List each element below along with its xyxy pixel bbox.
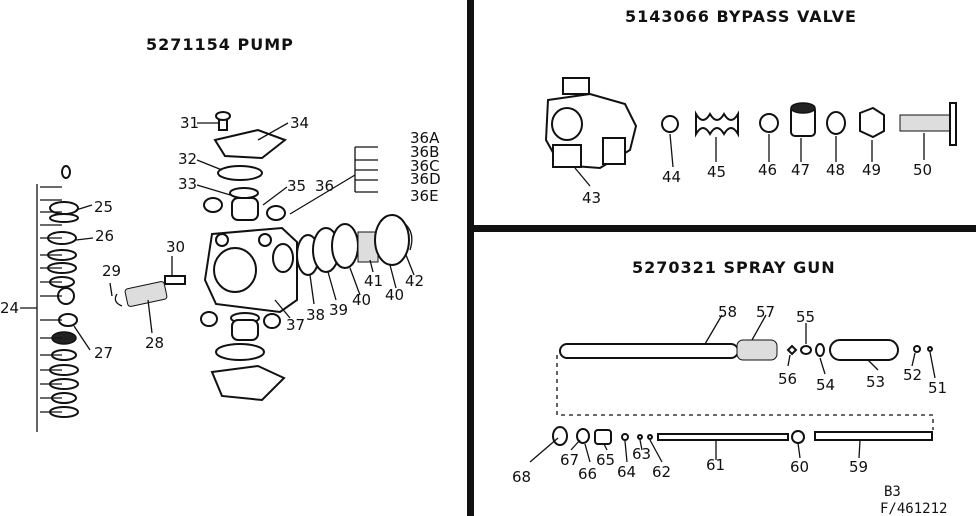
label-64: 64 — [617, 463, 636, 481]
label-43: 43 — [582, 189, 601, 207]
spray-title: 5270321 SPRAY GUN — [632, 258, 836, 277]
label-33: 33 — [178, 175, 197, 193]
label-55: 55 — [796, 308, 815, 326]
label-34: 34 — [290, 114, 309, 132]
label-42: 42 — [405, 272, 424, 290]
bypass-drawing — [544, 77, 957, 170]
label-31: 31 — [180, 114, 199, 132]
label-36c: 36C — [410, 157, 440, 175]
label-60: 60 — [790, 458, 809, 476]
label-48: 48 — [826, 161, 845, 179]
divider-vertical — [467, 0, 474, 516]
label-41: 41 — [364, 272, 383, 290]
label-36e: 36E — [410, 187, 439, 205]
label-44: 44 — [662, 168, 681, 186]
label-32: 32 — [178, 150, 197, 168]
label-35: 35 — [287, 177, 306, 195]
label-24: 24 — [0, 299, 19, 317]
label-61: 61 — [706, 456, 725, 474]
label-68: 68 — [512, 468, 531, 486]
label-39: 39 — [329, 301, 348, 319]
label-36d: 36D — [410, 170, 441, 188]
label-52: 52 — [903, 366, 922, 384]
pump-leaders — [20, 122, 415, 413]
label-54: 54 — [816, 376, 835, 394]
label-56: 56 — [778, 370, 797, 388]
label-36: 36 — [315, 177, 334, 195]
label-26: 26 — [95, 227, 114, 245]
bypass-leaders — [574, 133, 925, 187]
label-57: 57 — [756, 303, 775, 321]
footer-reference: F/461212 — [880, 501, 947, 516]
label-50: 50 — [913, 161, 932, 179]
label-65: 65 — [596, 451, 615, 469]
label-38: 38 — [306, 306, 325, 324]
divider-horizontal — [474, 225, 976, 232]
label-47: 47 — [791, 161, 810, 179]
label-51: 51 — [928, 379, 947, 397]
label-36a: 36A — [410, 129, 440, 147]
label-40b: 40 — [385, 286, 404, 304]
bypass-title: 5143066 BYPASS VALVE — [625, 7, 857, 26]
spray-gun-drawing — [552, 339, 934, 446]
spray-gun-leaders — [529, 314, 936, 463]
label-27: 27 — [94, 344, 113, 362]
label-62: 62 — [652, 463, 671, 481]
label-46: 46 — [758, 161, 777, 179]
label-37: 37 — [286, 316, 305, 334]
pump-drawing — [36, 111, 413, 432]
label-58: 58 — [718, 303, 737, 321]
label-49: 49 — [862, 161, 881, 179]
label-66: 66 — [578, 465, 597, 483]
label-28: 28 — [145, 334, 164, 352]
label-36b: 36B — [410, 143, 439, 161]
label-45: 45 — [707, 163, 726, 181]
label-63: 63 — [632, 445, 651, 463]
label-59: 59 — [849, 458, 868, 476]
label-40a: 40 — [352, 291, 371, 309]
label-30: 30 — [166, 238, 185, 256]
pump-title: 5271154 PUMP — [146, 35, 294, 54]
label-25: 25 — [94, 198, 113, 216]
label-67: 67 — [560, 451, 579, 469]
label-53: 53 — [866, 373, 885, 391]
label-29: 29 — [102, 262, 121, 280]
footer-code: B3 — [884, 484, 901, 500]
